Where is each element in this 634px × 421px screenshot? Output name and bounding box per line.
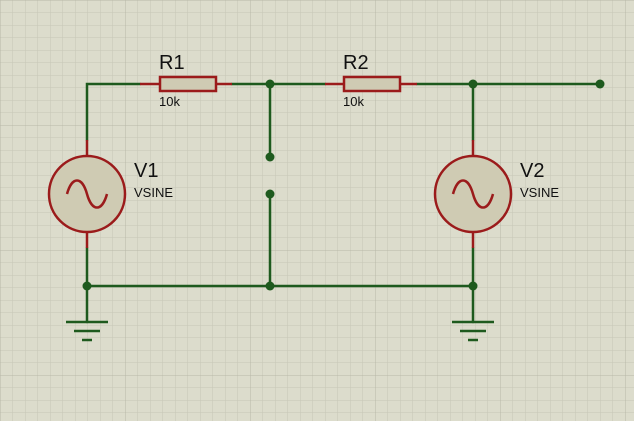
sine-wave-icon [451, 179, 495, 209]
sine-wave-icon [65, 179, 109, 209]
source-v2[interactable]: V2 VSINE [433, 140, 559, 248]
v1-value-label: VSINE [134, 185, 173, 200]
junction-dot [468, 281, 478, 291]
v2-value-label: VSINE [520, 185, 559, 200]
r1-value-label: 10k [159, 94, 180, 109]
resistor-r2[interactable]: R2 10k [325, 52, 417, 109]
v2-ref-label: V2 [520, 160, 544, 182]
ground-icon[interactable] [452, 320, 494, 342]
junction-dot [265, 189, 275, 199]
resistor-body [158, 75, 218, 93]
r2-value-label: 10k [343, 94, 364, 109]
junction-dot [82, 281, 92, 291]
ground-icon[interactable] [66, 320, 108, 342]
r2-ref-label: R2 [343, 52, 369, 74]
junction-dot [468, 79, 478, 89]
wire-v1-to-r1[interactable] [85, 82, 142, 142]
r1-ref-label: R1 [159, 52, 185, 74]
v1-ref-label: V1 [134, 160, 158, 182]
source-v1[interactable]: V1 VSINE [47, 140, 173, 248]
resistor-body [342, 75, 402, 93]
resistor-r1[interactable]: R1 10k [140, 52, 232, 109]
junction-dot [595, 79, 605, 89]
junction-dot [265, 281, 275, 291]
junctions [82, 79, 605, 291]
junction-dot [265, 79, 275, 89]
junction-dot [265, 152, 275, 162]
